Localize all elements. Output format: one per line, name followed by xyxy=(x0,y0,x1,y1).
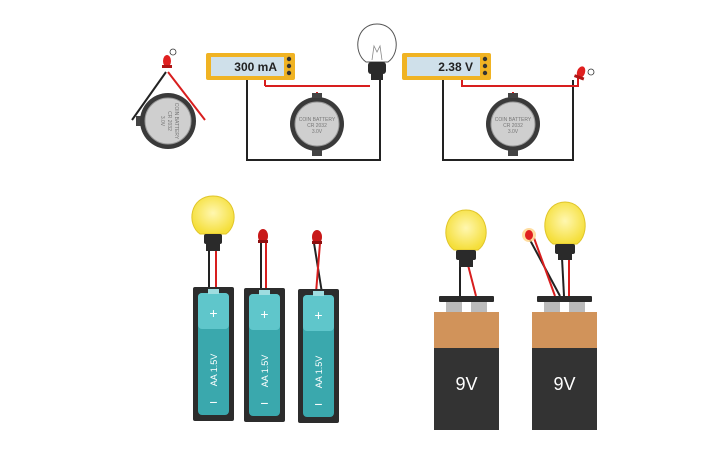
red-led-right[interactable] xyxy=(573,65,588,81)
coin-battery-voltage: 3.0V xyxy=(312,129,323,135)
red-led-aa-2[interactable] xyxy=(312,230,322,244)
coin-battery-right[interactable]: COIN BATTERY CR 2032 3.0V xyxy=(486,93,540,156)
circuit-ammeter-bulb[interactable]: 300 mA COIN BATTERY CR 2032 3.0V xyxy=(206,23,397,161)
circuit-aa-led-1[interactable]: + − AA 1.5V xyxy=(244,229,285,422)
coin-battery-text: COIN BATTERY xyxy=(173,103,179,140)
aa-minus-sign: − xyxy=(260,395,268,411)
light-bulb-lit-9v-2[interactable] xyxy=(544,201,586,260)
coin-battery-text: COIN BATTERY xyxy=(495,117,532,123)
meter-reading-right: 2.38 V xyxy=(438,60,473,74)
aa-battery-3[interactable]: + − AA 1.5V xyxy=(298,289,339,423)
aa-battery-label: AA 1.5V xyxy=(314,356,324,389)
led-indicator-icon xyxy=(169,48,177,56)
coin-battery-left[interactable]: COIN BATTERY CR 2032 3.0V xyxy=(136,93,196,149)
aa-battery-2[interactable]: + − AA 1.5V xyxy=(244,288,285,422)
circuit-9v-bulb-led[interactable]: 9V xyxy=(522,201,597,430)
coin-battery-model: CR 2032 xyxy=(166,111,172,131)
light-bulb-lit-aa[interactable] xyxy=(191,195,235,251)
aa-battery-label: AA 1.5V xyxy=(209,354,219,387)
aa-plus-sign: + xyxy=(209,305,217,321)
light-bulb-lit-9v-1[interactable] xyxy=(445,209,487,267)
light-bulb-unlit[interactable] xyxy=(357,23,397,80)
meter-reading-left: 300 mA xyxy=(234,60,277,74)
coin-battery-model: CR 2032 xyxy=(503,123,523,129)
multimeter-right[interactable]: 2.38 V xyxy=(402,53,491,80)
nine-volt-label: 9V xyxy=(553,374,575,394)
circuit-9v-bulb-1[interactable]: 9V xyxy=(434,209,499,430)
nine-volt-label: 9V xyxy=(455,374,477,394)
coin-battery-model: CR 2032 xyxy=(307,123,327,129)
aa-minus-sign: − xyxy=(209,394,217,410)
red-led-aa-1[interactable] xyxy=(258,229,268,243)
coin-battery-voltage: 3.0V xyxy=(508,129,519,135)
aa-battery-label: AA 1.5V xyxy=(260,355,270,388)
red-led-left[interactable] xyxy=(162,48,177,68)
aa-minus-sign: − xyxy=(314,396,322,412)
coin-battery-middle[interactable]: COIN BATTERY CR 2032 3.0V xyxy=(290,93,344,156)
nine-volt-battery-1[interactable]: 9V xyxy=(434,296,499,430)
multimeter-left[interactable]: 300 mA xyxy=(206,53,295,80)
red-led-9v[interactable] xyxy=(522,228,536,242)
aa-plus-sign: + xyxy=(260,306,268,322)
coin-battery-text: COIN BATTERY xyxy=(299,117,336,123)
circuit-aa-bulb[interactable]: + − AA 1.5V xyxy=(191,195,235,421)
circuit-aa-led-2[interactable]: + − AA 1.5V xyxy=(298,230,339,423)
led-indicator-icon xyxy=(587,68,595,76)
aa-battery-1[interactable]: + − AA 1.5V xyxy=(193,287,234,421)
circuit-coin-led-left[interactable]: COIN BATTERY CR 2032 3.0V xyxy=(131,48,206,149)
aa-plus-sign: + xyxy=(314,307,322,323)
coin-battery-voltage: 3.0V xyxy=(159,116,165,127)
nine-volt-battery-2[interactable]: 9V xyxy=(532,296,597,430)
circuit-voltmeter-led[interactable]: 2.38 V COIN BATTERY CR 2032 3.0V xyxy=(402,53,595,161)
